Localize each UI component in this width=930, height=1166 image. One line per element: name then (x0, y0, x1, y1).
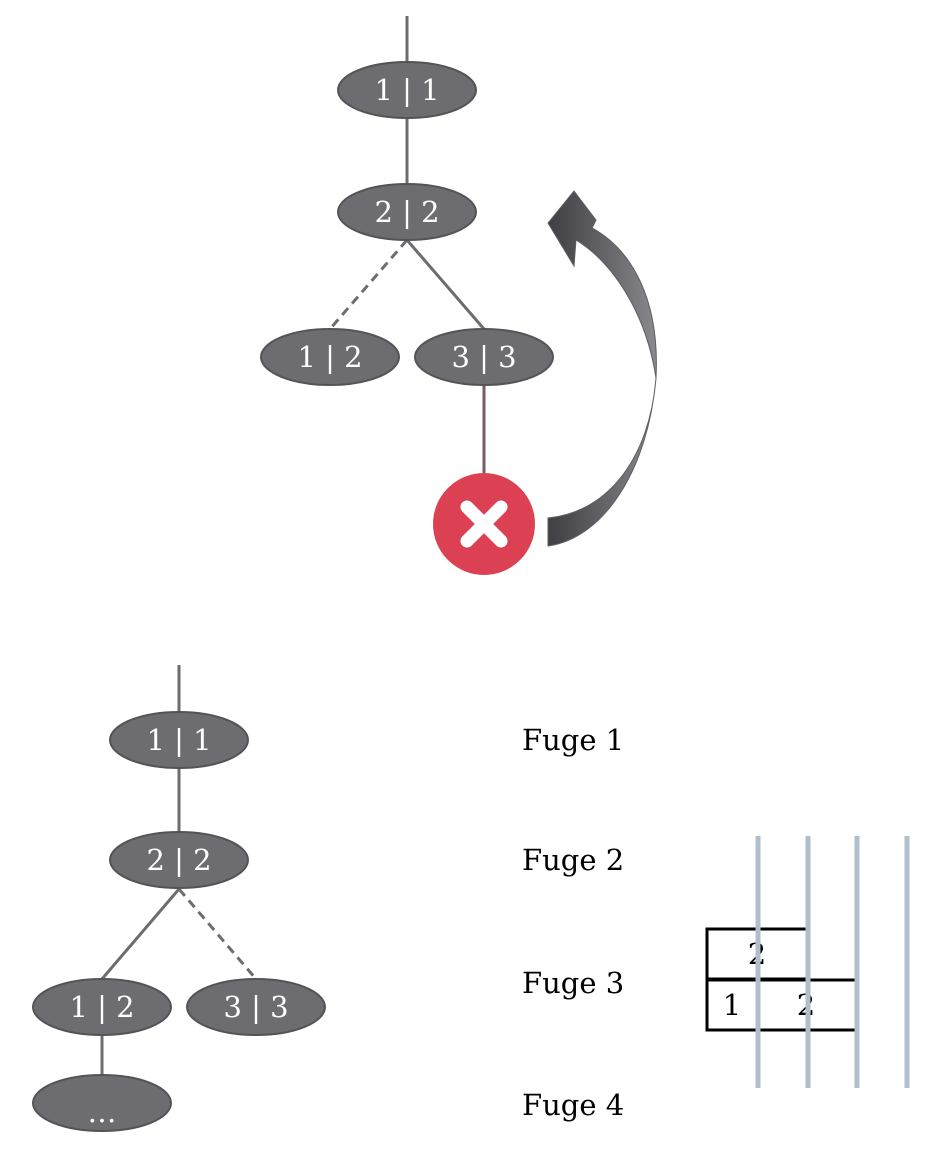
brick-bottom-left-label: 1 (723, 988, 741, 1022)
wall-diagram: 2 1 2 (705, 836, 910, 1088)
top-node-level2-label: 2 | 2 (374, 195, 439, 229)
top-node-root-label: 1 | 1 (374, 73, 439, 107)
bottom-node-left-label: 1 | 2 (69, 990, 134, 1024)
fuge-labels: Fuge 1 Fuge 2 Fuge 3 Fuge 4 (522, 723, 624, 1122)
bottom-edge-level2-to-right-dashed (177, 888, 258, 980)
bottom-node-right-label: 3 | 3 (223, 990, 288, 1024)
curved-arrow-icon (547, 190, 657, 547)
bottom-node-continuation: … (32, 1074, 172, 1132)
fuge-label-1: Fuge 1 (522, 723, 624, 757)
top-edge-level2-to-right (405, 239, 486, 330)
top-node-root: 1 | 1 (337, 61, 477, 119)
top-node-level2: 2 | 2 (337, 183, 477, 241)
bottom-node-level2: 2 | 2 (109, 831, 249, 889)
cross-icon (433, 473, 535, 575)
top-node-right-label: 3 | 3 (451, 340, 516, 374)
top-tree: 1 | 1 2 | 2 1 | 2 3 | 3 (260, 16, 657, 575)
bottom-tree: 1 | 1 2 | 2 1 | 2 3 | 3 … (32, 665, 326, 1132)
top-edge-level2-to-left-dashed (328, 239, 409, 330)
fuge-label-2: Fuge 2 (522, 843, 624, 877)
bottom-node-right: 3 | 3 (186, 978, 326, 1036)
joint-lines (755, 836, 910, 1088)
fuge-label-4: Fuge 4 (522, 1088, 624, 1122)
bottom-node-root-label: 1 | 1 (146, 723, 211, 757)
bottom-node-root: 1 | 1 (109, 711, 249, 769)
fuge-label-3: Fuge 3 (522, 966, 624, 1000)
brick-bottom-left: 1 (705, 978, 759, 1032)
bottom-node-level2-label: 2 | 2 (146, 843, 211, 877)
top-node-right: 3 | 3 (414, 328, 554, 386)
bottom-node-left: 1 | 2 (32, 978, 172, 1036)
bottom-edge-level2-to-left (100, 888, 181, 980)
top-node-left: 1 | 2 (260, 328, 400, 386)
top-node-left-label: 1 | 2 (297, 340, 362, 374)
bottom-node-continuation-label: … (88, 1095, 117, 1129)
